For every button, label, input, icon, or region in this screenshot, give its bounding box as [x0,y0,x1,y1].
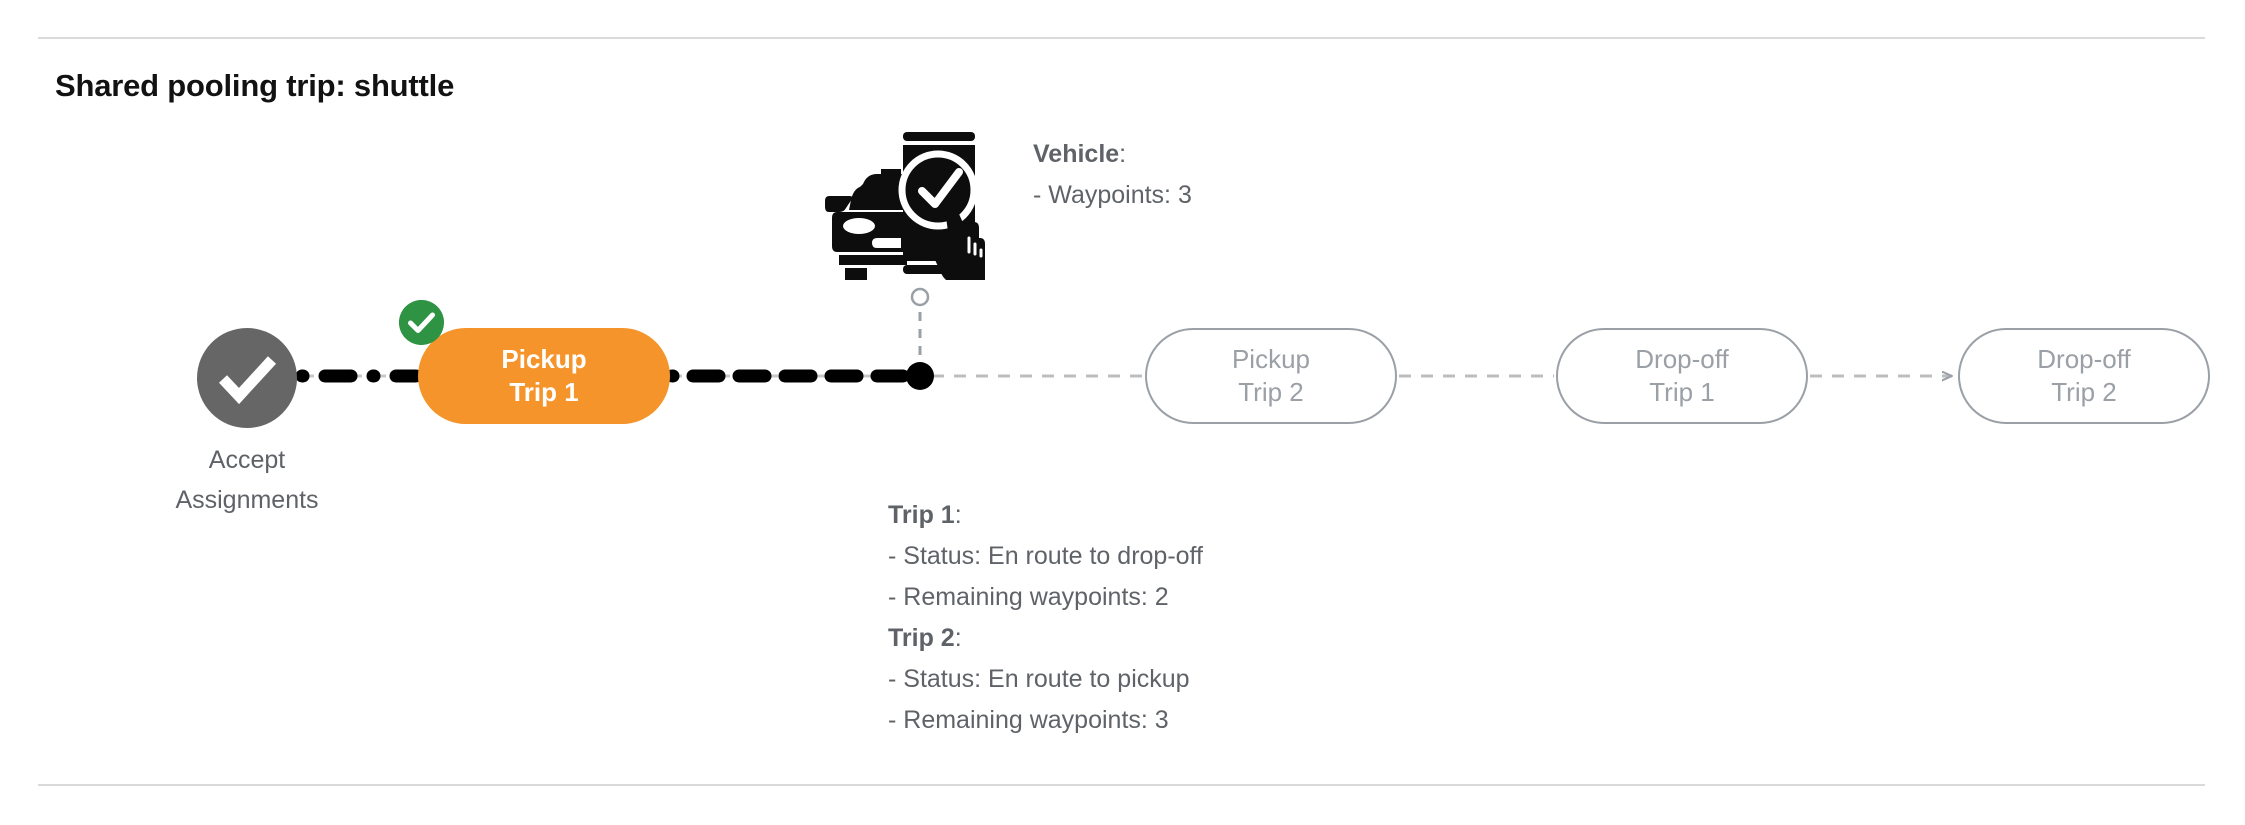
vehicle-annotation-heading: Vehicle [1033,140,1120,168]
current-position-dot [906,362,934,390]
vehicle-phone-check-icon [825,132,985,280]
divider-top [38,37,2205,39]
accept-label-line2: Assignments [175,486,319,514]
timeline-node-pickup-trip-1[interactable]: Pickup Trip 1 [418,328,670,424]
page-title: Shared pooling trip: shuttle [55,68,455,103]
timeline-node-dropoff-trip-2[interactable]: Drop-off Trip 2 [1958,328,2210,424]
trip2-status: - Status: En route to pickup [888,665,1190,693]
completed-check-badge-icon [399,300,444,345]
vehicle-leader-circle [910,287,930,307]
trip1-heading-row: Trip 1: [888,495,1203,536]
accept-circle-background [197,328,297,428]
trip1-status: - Status: En route to drop-off [888,542,1203,570]
divider-bottom [38,784,2205,786]
timeline-node-pickup-trip-2[interactable]: Pickup Trip 2 [1145,328,1397,424]
pickup-trip-1-line1: Pickup [501,344,587,374]
accept-label-line1: Accept [208,446,286,474]
trip1-heading: Trip 1 [888,501,955,529]
pickup-trip-2-line2: Trip 2 [1238,377,1304,407]
vehicle-annotation-heading-suffix: : [1119,140,1127,168]
dropoff-trip-2-line2: Trip 2 [2051,377,2117,407]
trip1-heading-suffix: : [954,501,962,529]
timeline-node-accept-assignments[interactable]: Accept Assignments [175,328,319,514]
timeline-node-dropoff-trip-1[interactable]: Drop-off Trip 1 [1556,328,1808,424]
trips-annotation: Trip 1: - Status: En route to drop-off -… [888,495,1203,741]
trip2-heading-row: Trip 2: [888,618,1203,659]
vehicle-annotation-heading-row: Vehicle: [1033,134,1192,175]
dropoff-trip-2-line1: Drop-off [2037,344,2131,374]
pickup-trip-1-line2: Trip 1 [509,377,579,407]
trip2-heading-suffix: : [954,624,962,652]
dropoff-trip-1-line1: Drop-off [1635,344,1729,374]
check-circle-icon [218,356,277,405]
vehicle-annotation: Vehicle: - Waypoints: 3 [1033,134,1192,216]
vehicle-annotation-waypoints: - Waypoints: 3 [1033,181,1192,209]
trip2-remaining-waypoints: - Remaining waypoints: 3 [888,706,1169,734]
trip1-remaining-waypoints: - Remaining waypoints: 2 [888,583,1169,611]
trip2-heading: Trip 2 [888,624,955,652]
dropoff-trip-1-line2: Trip 1 [1649,377,1715,407]
pickup-trip-2-line1: Pickup [1231,344,1311,374]
accept-assignments-label: Accept Assignments [107,440,387,520]
